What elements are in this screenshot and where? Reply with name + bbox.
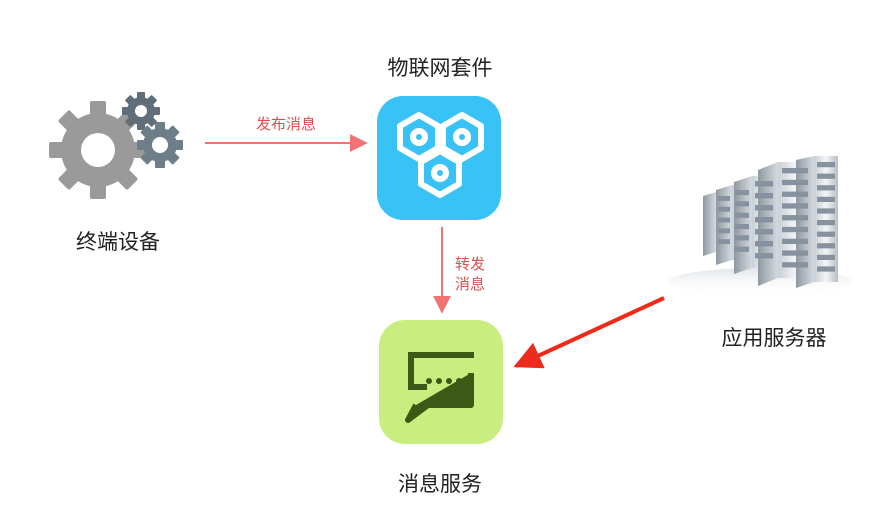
server-drive-slot: [817, 220, 835, 226]
message-service-label: 消息服务: [398, 472, 482, 496]
server-drive-slot: [755, 229, 773, 235]
server-drive-slot: [782, 168, 808, 174]
device-label: 终端设备: [76, 230, 160, 254]
hexagon-gears-icon: [397, 112, 484, 198]
server-drive-slot: [817, 162, 835, 168]
server-drive-slot: [817, 266, 835, 272]
server-drive-slot: [817, 254, 835, 260]
message-service-tile: [379, 320, 503, 444]
server-drive-slot: [782, 203, 808, 209]
server-drive-slot: [782, 238, 808, 244]
server-drive-slot: [755, 253, 773, 259]
server-drive-slot: [782, 262, 808, 268]
server-drive-slot: [782, 226, 808, 233]
server-drive-slot: [755, 181, 773, 187]
server-drive-slot: [782, 215, 808, 221]
server-drive-slot: [735, 190, 749, 196]
server-drive-slot: [718, 239, 730, 245]
server-drive-slot: [718, 206, 730, 212]
server-drive-slot: [755, 241, 773, 247]
server-drive-slot: [735, 224, 749, 230]
forward-edge-label-line2: 消息: [454, 275, 486, 293]
server-drive-slot: [755, 205, 773, 211]
message-bubble-icon: [405, 352, 474, 423]
server-drive-slot: [735, 235, 749, 241]
app-to-service-edge: [513, 296, 665, 369]
server-drive-slot: [817, 196, 835, 202]
server-drive-slot: [782, 250, 808, 256]
gears-icon: [49, 92, 183, 199]
server-drive-slot: [735, 212, 749, 218]
server-rack-icon: [668, 156, 852, 296]
server-drive-slot: [817, 185, 835, 191]
forward-edge-label: 转发 消息: [455, 254, 485, 294]
server-drive-slot: [735, 246, 749, 252]
server-drive-slot: [817, 231, 835, 237]
server-drive-slot: [718, 196, 730, 201]
server-drive-slot: [817, 208, 835, 214]
forward-edge-label-line1: 转发: [454, 255, 486, 273]
server-drive-slot: [755, 217, 773, 223]
server-drive-slot: [782, 179, 808, 186]
iot-kit-tile: [377, 96, 501, 220]
server-drive-slot: [718, 228, 730, 234]
server-drive-slot: [718, 217, 730, 223]
publish-edge-label: 发布消息: [255, 115, 317, 133]
server-drive-slot: [817, 243, 835, 249]
server-drive-slot: [755, 193, 773, 199]
server-drive-slot: [817, 173, 835, 179]
server-drive-slot: [782, 191, 808, 197]
server-drive-slot: [735, 201, 749, 207]
app-server-label: 应用服务器: [721, 326, 827, 350]
iot-kit-label: 物联网套件: [387, 56, 493, 80]
